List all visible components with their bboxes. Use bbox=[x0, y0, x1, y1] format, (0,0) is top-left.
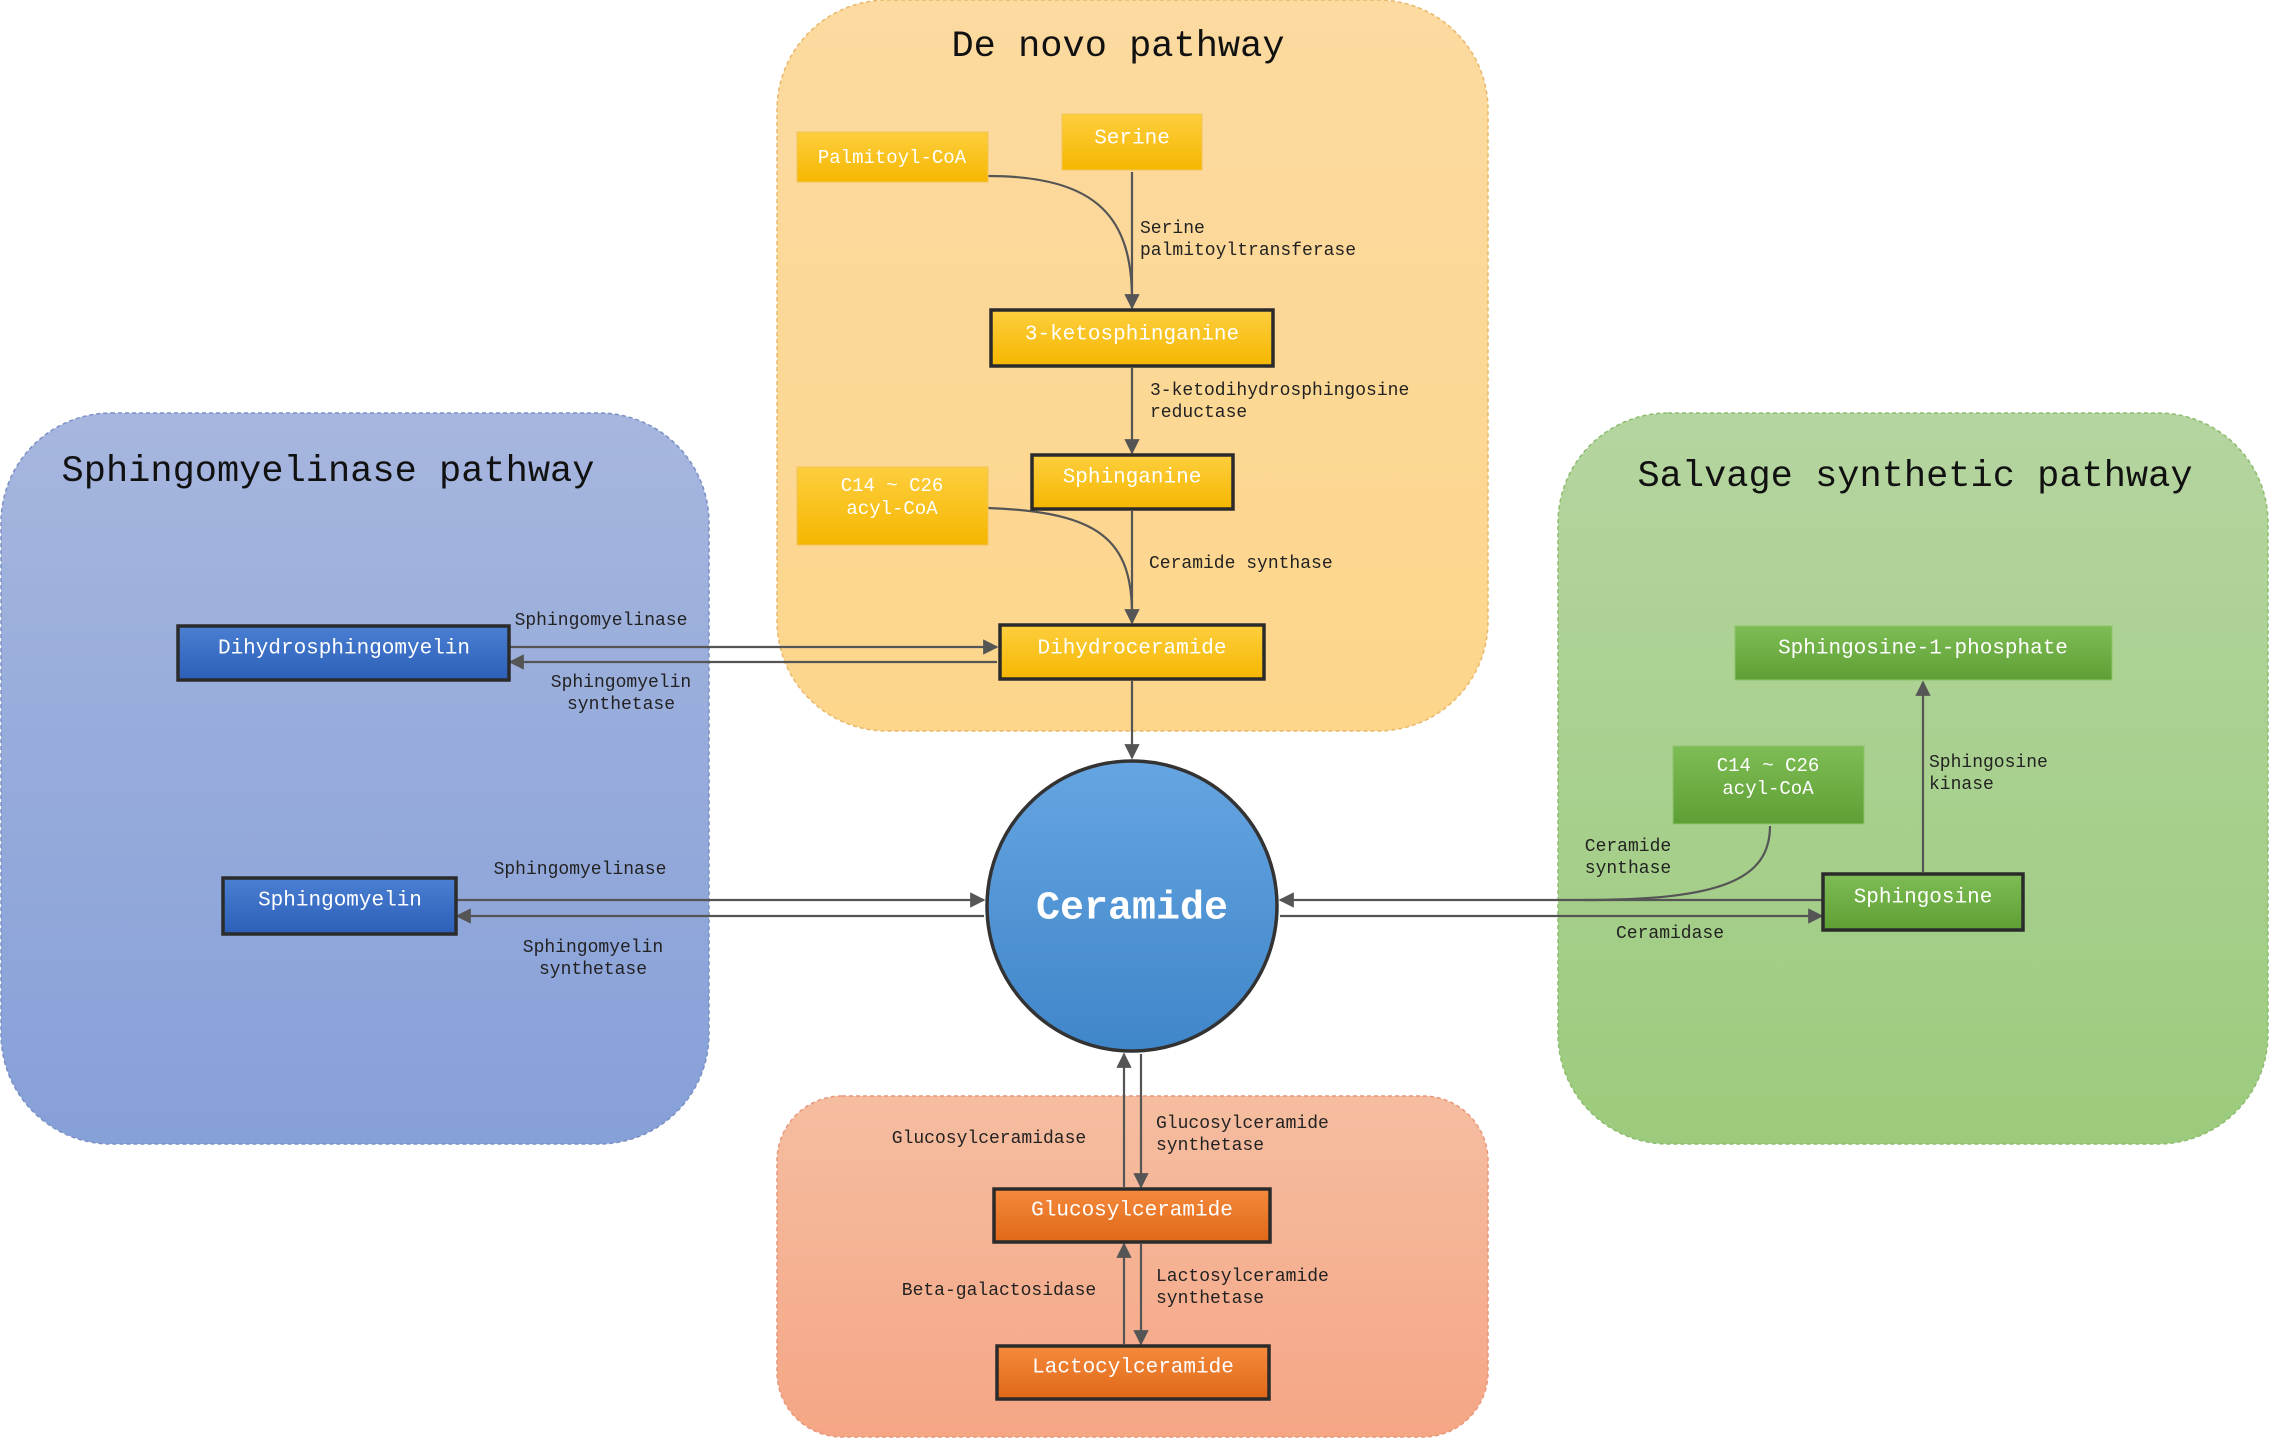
label-sphingomyelin-synthetase-top: Sphingomyelin synthetase bbox=[551, 673, 691, 715]
label-sphingosine-kinase: Sphingosine kinase bbox=[1929, 753, 2048, 795]
label-serine-palmitoyltransferase: Serine palmitoyltransferase bbox=[1140, 219, 1356, 261]
svg-text:Sphingosine: Sphingosine bbox=[1929, 753, 2048, 773]
label-lactosylceramide-synthetase: Lactosylceramide synthetase bbox=[1156, 1267, 1329, 1309]
curve-acyl-coa-top bbox=[987, 506, 1134, 616]
svg-text:Glucosylceramide: Glucosylceramide bbox=[1156, 1114, 1329, 1134]
label-ceramidase: Ceramidase bbox=[1616, 924, 1724, 944]
svg-text:Ceramide: Ceramide bbox=[1585, 837, 1671, 857]
svg-text:C14 ~ C26: C14 ~ C26 bbox=[841, 475, 944, 497]
label-sphingomyelinase-top: Sphingomyelinase bbox=[515, 611, 688, 631]
svg-text:Serine: Serine bbox=[1140, 219, 1205, 239]
label-beta-galactosidase: Beta-galactosidase bbox=[902, 1281, 1096, 1301]
label-3-ketodihydrosphingosine-reductase: 3-ketodihydrosphingosine reductase bbox=[1150, 381, 1409, 423]
node-dihydroceramide: Dihydroceramide bbox=[998, 623, 1266, 681]
svg-text:Sphingomyelin: Sphingomyelin bbox=[258, 890, 422, 913]
svg-text:Sphingomyelin: Sphingomyelin bbox=[523, 938, 663, 958]
svg-text:reductase: reductase bbox=[1150, 403, 1247, 423]
curve-acyl-coa-right bbox=[1583, 825, 1772, 902]
svg-text:3-ketodihydrosphingosine: 3-ketodihydrosphingosine bbox=[1150, 381, 1409, 401]
svg-text:palmitoyltransferase: palmitoyltransferase bbox=[1140, 241, 1356, 261]
svg-text:Serine: Serine bbox=[1094, 128, 1170, 151]
sphingomyelinase-title: Sphingomyelinase pathway bbox=[62, 451, 595, 493]
svg-text:Dihydrosphingomyelin: Dihydrosphingomyelin bbox=[218, 638, 470, 661]
node-glucosylceramide: Glucosylceramide bbox=[992, 1187, 1272, 1244]
svg-text:Sphingomyelin: Sphingomyelin bbox=[551, 673, 691, 693]
svg-text:Dihydroceramide: Dihydroceramide bbox=[1037, 638, 1226, 661]
node-dihydrosphingomyelin: Dihydrosphingomyelin bbox=[176, 624, 511, 682]
node-sphinganine: Sphinganine bbox=[1030, 453, 1235, 511]
svg-text:3-ketosphinganine: 3-ketosphinganine bbox=[1025, 324, 1239, 347]
de-novo-title: De novo pathway bbox=[951, 26, 1284, 68]
svg-text:kinase: kinase bbox=[1929, 775, 1994, 795]
salvage-title: Salvage synthetic pathway bbox=[1637, 456, 2192, 498]
node-acyl-coa-right: C14 ~ C26 acyl-CoA bbox=[1672, 745, 1865, 825]
svg-text:Sphingosine-1-phosphate: Sphingosine-1-phosphate bbox=[1778, 638, 2068, 661]
svg-text:Sphinganine: Sphinganine bbox=[1063, 467, 1202, 490]
label-sphingomyelin-synthetase-bottom: Sphingomyelin synthetase bbox=[523, 938, 663, 980]
node-acyl-coa-top: C14 ~ C26 acyl-CoA bbox=[796, 466, 989, 546]
node-sphingosine-1-phosphate: Sphingosine-1-phosphate bbox=[1734, 625, 2113, 681]
node-sphingomyelin: Sphingomyelin bbox=[221, 876, 458, 936]
svg-text:synthetase: synthetase bbox=[1156, 1289, 1264, 1309]
sphingomyelinase-panel bbox=[0, 412, 710, 1145]
node-lactocylceramide: Lactocylceramide bbox=[995, 1344, 1271, 1401]
curve-palmitoyl-coa bbox=[987, 174, 1134, 301]
svg-text:Glucosylceramide: Glucosylceramide bbox=[1031, 1200, 1233, 1223]
svg-text:Palmitoyl-CoA: Palmitoyl-CoA bbox=[818, 147, 967, 169]
svg-text:synthetase: synthetase bbox=[567, 695, 675, 715]
svg-text:acyl-CoA: acyl-CoA bbox=[846, 498, 938, 520]
label-ceramide-synthase-top: Ceramide synthase bbox=[1149, 554, 1333, 574]
svg-text:synthetase: synthetase bbox=[1156, 1136, 1264, 1156]
node-sphingosine: Sphingosine bbox=[1821, 872, 2025, 932]
node-serine: Serine bbox=[1061, 113, 1203, 171]
svg-text:Sphingosine: Sphingosine bbox=[1854, 887, 1993, 910]
label-sphingomyelinase-bottom: Sphingomyelinase bbox=[494, 860, 667, 880]
svg-text:C14 ~ C26: C14 ~ C26 bbox=[1717, 755, 1820, 777]
label-ceramide-synthase-right: Ceramide synthase bbox=[1585, 837, 1671, 879]
svg-text:Lactosylceramide: Lactosylceramide bbox=[1156, 1267, 1329, 1287]
label-glucosylceramidase: Glucosylceramidase bbox=[892, 1129, 1086, 1149]
svg-text:Lactocylceramide: Lactocylceramide bbox=[1032, 1357, 1234, 1380]
salvage-panel bbox=[1557, 412, 2269, 1145]
svg-text:Ceramide: Ceramide bbox=[1036, 887, 1228, 932]
glycosphingolipid-panel bbox=[776, 1095, 1489, 1438]
node-3-ketosphinganine: 3-ketosphinganine bbox=[989, 308, 1275, 368]
label-glucosylceramide-synthetase: Glucosylceramide synthetase bbox=[1156, 1114, 1329, 1156]
node-ceramide: Ceramide bbox=[985, 759, 1279, 1053]
svg-text:synthase: synthase bbox=[1585, 859, 1671, 879]
node-palmitoyl-coa: Palmitoyl-CoA bbox=[796, 131, 989, 183]
svg-text:acyl-CoA: acyl-CoA bbox=[1722, 778, 1814, 800]
svg-text:synthetase: synthetase bbox=[539, 960, 647, 980]
